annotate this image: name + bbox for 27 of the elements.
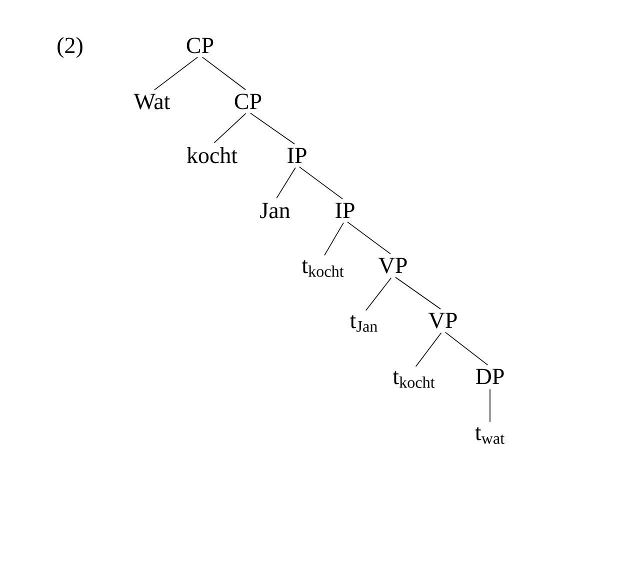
example-number: (2): [58, 37, 82, 58]
branch-line: [214, 113, 246, 144]
tree-label: CP: [186, 38, 214, 54]
branch-line: [365, 278, 392, 311]
branch-line: [415, 332, 442, 367]
tree-label: CP: [234, 94, 262, 110]
tree-label: t$_{kocht}$: [392, 371, 435, 388]
branch-line: [444, 332, 488, 366]
branch-line: [299, 166, 343, 200]
branch-line: [154, 56, 198, 90]
branch-line: [202, 56, 246, 90]
branch-line: [276, 167, 296, 199]
branch-line: [395, 276, 441, 310]
tree-label: t$_{kocht}$: [302, 260, 344, 277]
tree-label: VP: [378, 258, 407, 274]
tree-label: Wat: [134, 94, 170, 110]
branch-line: [347, 222, 391, 254]
tree-label: Jan: [260, 202, 290, 218]
tree-label: t$_{Jan}$: [350, 315, 378, 332]
branch-line: [324, 222, 344, 256]
tree-label: IP: [288, 148, 306, 163]
tree-label: kocht: [186, 147, 238, 164]
branch-line: [250, 112, 295, 144]
tree-label: t$_{wat}$: [475, 427, 504, 444]
tree-label: IP: [336, 202, 354, 218]
tree-label: DP: [476, 368, 504, 384]
tree-label: VP: [428, 312, 457, 328]
